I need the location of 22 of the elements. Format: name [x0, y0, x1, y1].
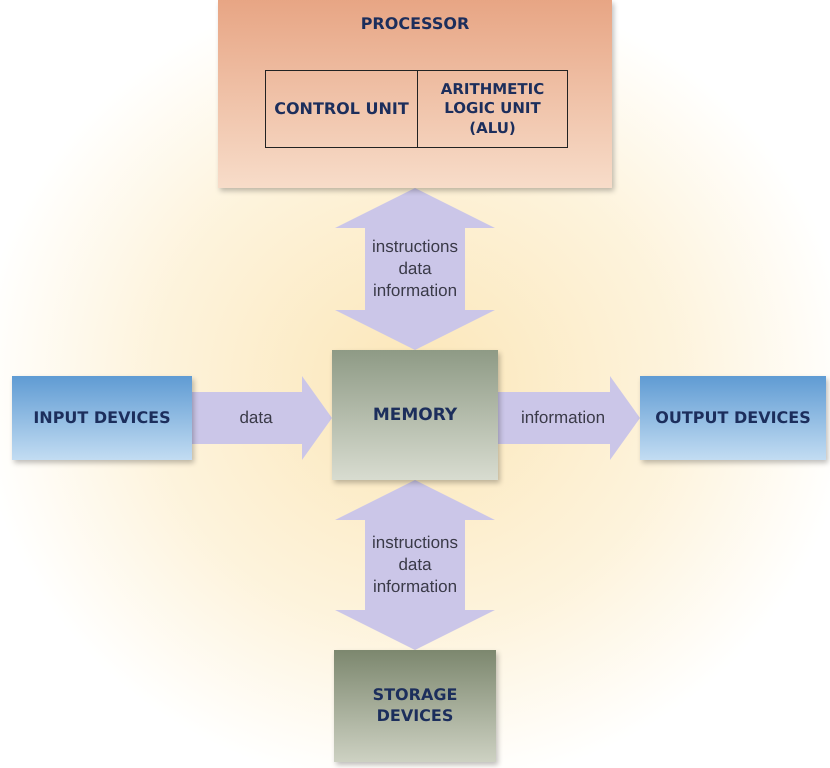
block-arrow — [335, 480, 495, 650]
box-label: PROCESSOR — [360, 14, 470, 35]
box-label: CONTROL UNIT — [274, 98, 409, 120]
block-arrow — [498, 376, 640, 460]
edge-label: information — [520, 406, 606, 429]
input-box — [12, 376, 192, 460]
box-label: STORAGE DEVICES — [372, 685, 458, 727]
block-arrow — [335, 188, 495, 350]
processor-box — [218, 0, 612, 188]
block-arrow — [192, 376, 332, 460]
memory-box — [332, 350, 498, 480]
box-label: INPUT DEVICES — [33, 408, 171, 428]
box-label: ARITHMETIC LOGIC UNIT (ALU) — [440, 80, 546, 138]
edge-label: instructions data information — [371, 532, 459, 598]
box-label: MEMORY — [372, 404, 458, 426]
output-box — [640, 376, 826, 460]
edge-label: instructions data information — [371, 236, 459, 302]
control-unit-cell — [265, 70, 418, 148]
edge-label: data — [239, 406, 273, 429]
alu-cell — [418, 70, 568, 148]
box-label: OUTPUT DEVICES — [655, 408, 811, 428]
storage-box — [334, 650, 496, 762]
